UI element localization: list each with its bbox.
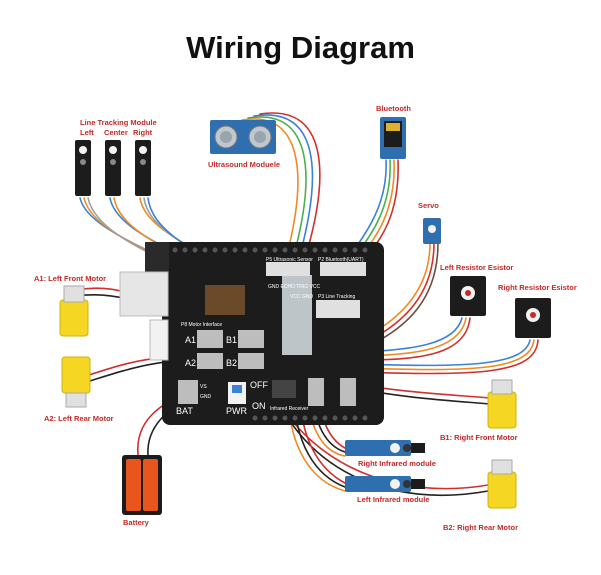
servo xyxy=(423,218,441,244)
line-tracking-module xyxy=(75,140,151,196)
a2-socket-label: A2 xyxy=(185,358,196,368)
line-tracking-center-label: Center xyxy=(104,128,128,137)
ultrasonic-header-label: P5 Ultrasonic Sensor xyxy=(266,257,313,263)
line-tracking-right-label: Right xyxy=(133,128,153,137)
right-infrared-module xyxy=(345,440,425,456)
right-resistor-label: Right Resistor Esistor xyxy=(498,283,577,292)
b1-socket-label: B1 xyxy=(226,335,237,345)
ultrasonic-pins-label: GND ECHO TRIG VCC xyxy=(268,284,321,290)
bat-socket-label: BAT xyxy=(176,406,193,416)
motor-b2 xyxy=(487,459,517,509)
right-infrared-label: Right Infrared module xyxy=(358,459,436,468)
bluetooth-header-label: P2 Bluetooth(UART) xyxy=(318,257,364,263)
diagram-title: Wiring Diagram xyxy=(186,30,415,65)
motor-b1-label: B1: Right Front Motor xyxy=(440,433,518,442)
off-label: OFF xyxy=(250,380,268,390)
pwr-label: PWR xyxy=(226,406,247,416)
line-tracking-left-label: Left xyxy=(80,128,94,137)
ultrasound-label: Ultrasound Moduele xyxy=(208,160,280,169)
motor-a2-label: A2: Left Rear Motor xyxy=(44,414,114,423)
left-resistor-sensor xyxy=(450,276,486,316)
motor-b1 xyxy=(487,379,517,429)
right-resistor-sensor xyxy=(515,298,551,338)
bat-gnd-label: GND xyxy=(200,394,212,400)
a1-socket-label: A1 xyxy=(185,335,196,345)
on-label: ON xyxy=(252,401,266,411)
bluetooth-module xyxy=(380,117,406,159)
motor-interface-label: P8 Motor Interface xyxy=(181,322,222,328)
line-tracking-label: Line Tracking Module xyxy=(80,118,157,127)
vcc-gnd-label: VCC GND xyxy=(290,294,313,300)
battery-label: Battery xyxy=(123,518,150,527)
motor-a1 xyxy=(59,285,89,337)
infrared-receiver-label: Infrared Receiver xyxy=(270,406,309,412)
battery xyxy=(122,455,162,515)
main-board: A1 A2 B1 B2 BAT PWR OFF ON P8 Motor Inte… xyxy=(119,242,384,425)
left-infrared-module xyxy=(345,476,425,492)
bluetooth-label: Bluetooth xyxy=(376,104,411,113)
left-infrared-label: Left Infrared module xyxy=(357,495,430,504)
line-tracking-header-label: P3 Line Tracking xyxy=(318,294,355,300)
left-resistor-label: Left Resistor Esistor xyxy=(440,263,513,272)
motor-a2 xyxy=(61,356,91,408)
bat-vs-label: VS xyxy=(200,384,207,390)
motor-a1-label: A1: Left Front Motor xyxy=(34,274,106,283)
motor-b2-label: B2: Right Rear Motor xyxy=(443,523,518,532)
servo-label: Servo xyxy=(418,201,439,210)
b2-socket-label: B2 xyxy=(226,358,237,368)
ultrasound-module xyxy=(210,120,276,154)
